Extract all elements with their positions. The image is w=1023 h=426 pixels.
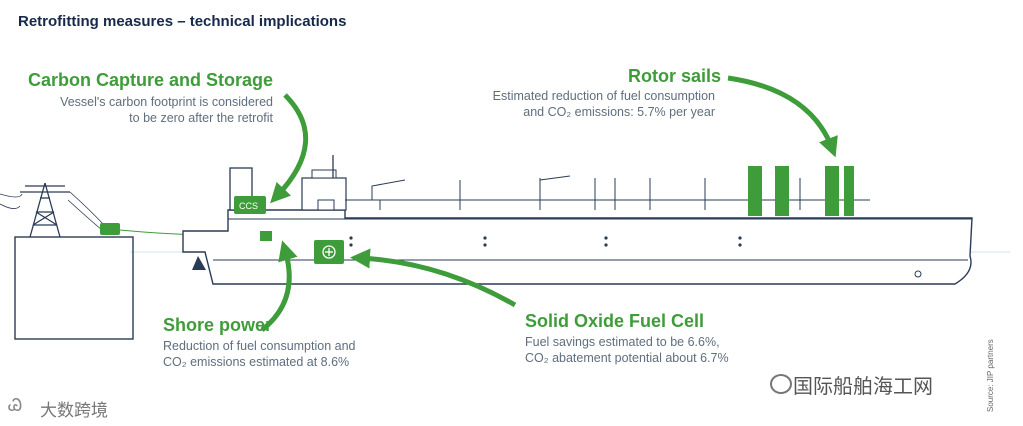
ccs-description: Vessel's carbon footprint is considered …	[40, 94, 273, 126]
shore-description: Reduction of fuel consumption and CO₂ em…	[163, 338, 403, 370]
arrow-rotor	[727, 75, 838, 158]
rotor-line-2: and CO₂ emissions: 5.7% per year	[523, 105, 715, 119]
diagram-title: Retrofitting measures – technical implic…	[18, 13, 347, 30]
arrow-ccs	[270, 93, 308, 204]
bridge-door	[317, 199, 335, 211]
power-lines	[0, 191, 106, 231]
crane	[371, 175, 571, 200]
rotor-heading: Rotor sails	[628, 66, 722, 86]
rotor-sail-1	[748, 166, 762, 216]
sofc-heading: Solid Oxide Fuel Cell	[525, 311, 705, 331]
arrow-shore	[260, 240, 298, 332]
shore-heading: Shore power	[163, 315, 273, 335]
bridge-top	[311, 169, 337, 179]
rotor-sail-2	[775, 166, 789, 216]
watermark-right: 国际船舶海工网	[793, 374, 933, 398]
ccs-unit	[234, 196, 266, 214]
rotor-line-1: Estimated reduction of fuel consumption	[492, 89, 715, 103]
ccs-line-1: Vessel's carbon footprint is considered	[60, 95, 273, 109]
sofc-line-2: CO₂ abatement potential about 6.7%	[525, 351, 729, 365]
deck-posts	[379, 178, 801, 210]
shore-connector	[100, 223, 120, 235]
pylon	[20, 182, 70, 238]
watermark-logo-icon: Ꮚ	[8, 396, 23, 416]
rotor-sail-3	[825, 166, 839, 216]
watermark-left: 大数跨境	[40, 401, 108, 421]
sofc-description: Fuel savings estimated to be 6.6%, CO₂ a…	[525, 334, 785, 366]
ccs-line-2: to be zero after the retrofit	[129, 111, 273, 125]
sofc-symbol	[322, 245, 336, 259]
shore-building	[14, 236, 134, 340]
rotor-description: Estimated reduction of fuel consumption …	[463, 88, 715, 120]
hull-markers	[349, 236, 922, 278]
shore-line-2: CO₂ emissions estimated at 8.6%	[163, 355, 350, 369]
ccs-unit-label: CCS	[239, 201, 258, 211]
propeller	[192, 256, 206, 270]
rotor-sail-4	[844, 166, 854, 216]
ship-hull	[182, 209, 973, 285]
ccs-heading: Carbon Capture and Storage	[28, 70, 274, 90]
source-credit: Source: JIP partners	[986, 339, 995, 412]
wechat-icon	[770, 374, 792, 394]
shore-inlet	[260, 231, 272, 241]
shore-line-1: Reduction of fuel consumption and	[163, 339, 356, 353]
sofc-line-1: Fuel savings estimated to be 6.6%,	[525, 335, 720, 349]
arrow-sofc	[350, 248, 517, 308]
